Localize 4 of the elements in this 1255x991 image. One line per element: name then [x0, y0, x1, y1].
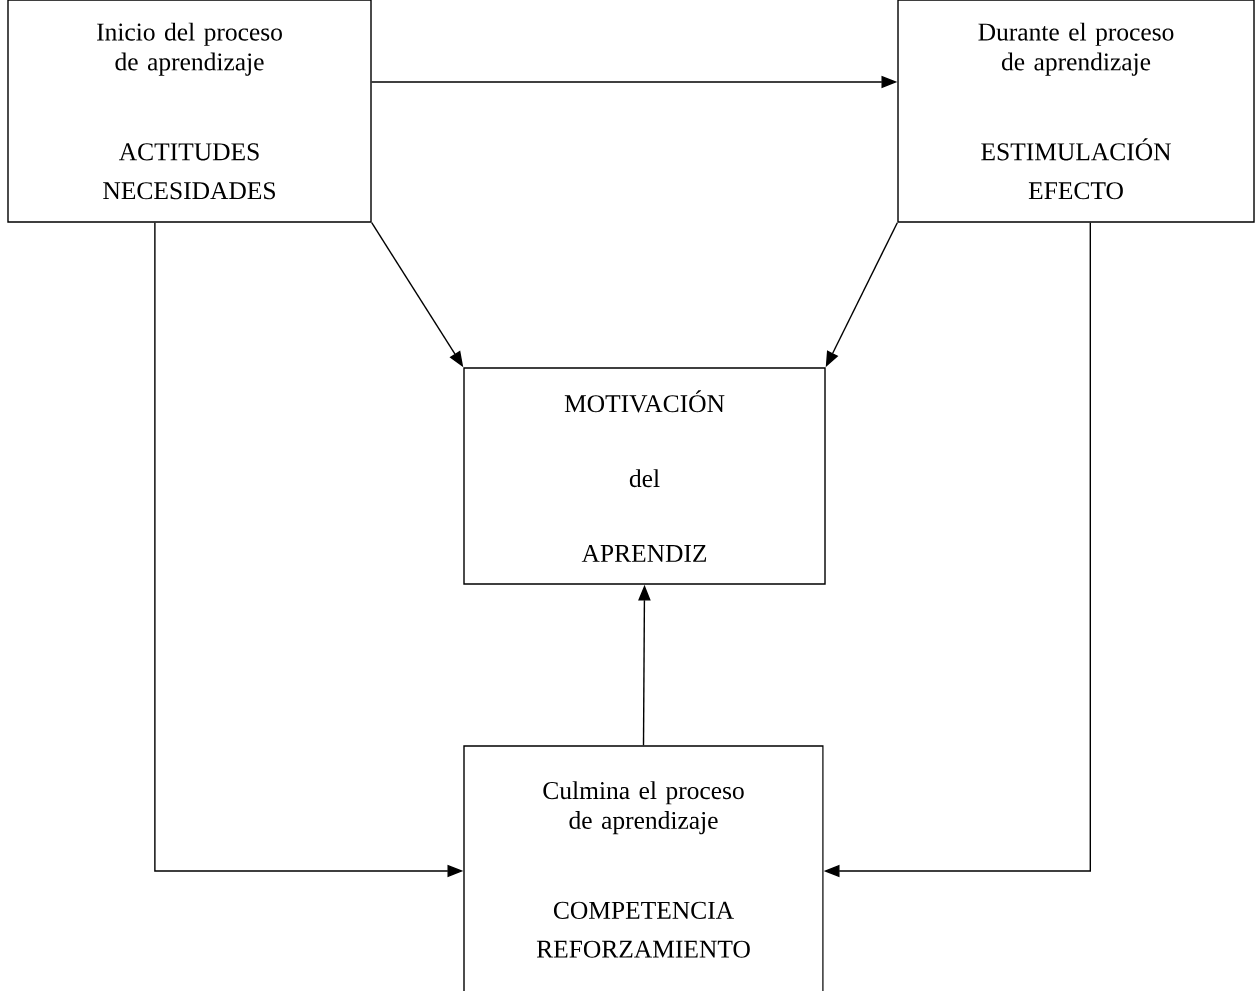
text-box: Culmina el proceso de aprendizaje COMPETENCIA REFORZAMIENTO — [463, 745, 824, 991]
text-box: MOTIVACIÓN del APRENDIZ — [463, 367, 826, 585]
text-box: Inicio del proceso de aprendizaje ACTITUDES NECESIDADES — [7, 0, 372, 223]
text-box: Durante el proceso de aprendizaje ESTIMULACIÓN EFECTO — [897, 0, 1255, 223]
